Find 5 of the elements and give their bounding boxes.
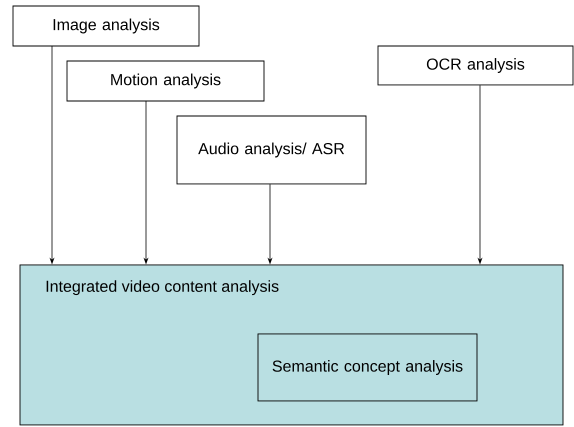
process-box: Image analysis	[12, 6, 200, 46]
process-box: Semantic concept analysis	[258, 334, 478, 402]
process-box: Audio analysis/ ASR	[176, 116, 366, 184]
process-box: OCR analysis	[378, 46, 574, 86]
process-box: Motion analysis	[66, 60, 264, 102]
